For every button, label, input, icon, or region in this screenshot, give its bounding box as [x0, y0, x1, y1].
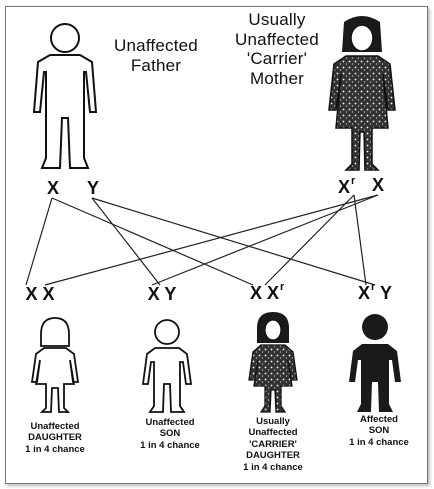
- son-body: [143, 348, 191, 412]
- mother-label-line3: 'Carrier': [222, 49, 332, 69]
- mother-allele-x2: X: [370, 175, 386, 196]
- daughter-body: [32, 348, 78, 412]
- mother-face: [351, 25, 373, 51]
- carrier-daughter-face: [265, 320, 281, 340]
- affected-son-head: [362, 314, 388, 340]
- genotype-affected-son-x: X: [358, 283, 370, 303]
- caption-affected-son: Affected SON 1 in 4 chance: [336, 414, 422, 448]
- caption-son-line1: Unaffected: [120, 417, 220, 428]
- genotype-son: X Y: [142, 284, 182, 305]
- mother-label-line2: Unaffected: [222, 30, 332, 50]
- caption-carrier-daughter-line3: 'CARRIER': [228, 439, 318, 450]
- father-label-line1: Unaffected: [104, 36, 208, 56]
- line-mother-xr-s2: [354, 195, 366, 285]
- father-allele-y: Y: [85, 178, 101, 199]
- mother-body: [329, 56, 395, 170]
- genotype-affected-son-y: Y: [380, 283, 392, 303]
- affected-son-figure: [349, 314, 401, 412]
- caption-daughter: Unaffected DAUGHTER 1 in 4 chance: [5, 421, 105, 455]
- mother-label-line4: Mother: [222, 69, 332, 89]
- line-father-x-d3: [52, 198, 253, 285]
- father-figure: [34, 24, 96, 168]
- caption-daughter-line3: 1 in 4 chance: [5, 444, 105, 455]
- daughter-figure: [32, 318, 78, 412]
- caption-son-line2: SON: [120, 428, 220, 439]
- father-head: [51, 24, 79, 52]
- mother-label: Usually Unaffected 'Carrier' Mother: [222, 10, 332, 88]
- son-head: [155, 320, 179, 344]
- caption-daughter-line1: Unaffected: [5, 421, 105, 432]
- line-father-y-s1: [92, 198, 160, 285]
- father-label-line2: Father: [104, 56, 208, 76]
- son-figure: [143, 320, 191, 412]
- mother-allele-xr: Xr: [338, 175, 364, 198]
- affected-son-body: [349, 344, 401, 412]
- line-father-y-s2: [92, 198, 375, 285]
- genotype-carrier-daughter: X Xr: [250, 281, 310, 304]
- caption-affected-son-line1: Affected: [336, 414, 422, 425]
- father-label: Unaffected Father: [104, 36, 208, 75]
- father-body: [34, 55, 96, 168]
- line-father-x-d1: [26, 198, 52, 285]
- caption-affected-son-line2: SON: [336, 425, 422, 436]
- caption-carrier-daughter-line2: Unaffected: [228, 427, 318, 438]
- genotype-affected-son: Xr Y: [358, 281, 408, 304]
- genotype-daughter: X X: [20, 284, 60, 305]
- genotype-affected-son-r: r: [371, 281, 375, 293]
- caption-carrier-daughter: Usually Unaffected 'CARRIER' DAUGHTER 1 …: [228, 416, 318, 473]
- inheritance-lines: [26, 195, 378, 285]
- caption-carrier-daughter-line1: Usually: [228, 416, 318, 427]
- carrier-daughter-body: [249, 345, 297, 412]
- mother-allele-r: r: [351, 175, 355, 187]
- caption-son-line3: 1 in 4 chance: [120, 440, 220, 451]
- mother-figure: [329, 16, 395, 170]
- daughter-hair: [41, 318, 69, 346]
- caption-son: Unaffected SON 1 in 4 chance: [120, 417, 220, 451]
- line-mother-x-s1: [152, 195, 378, 285]
- carrier-daughter-figure: [249, 312, 297, 412]
- mother-allele-x: X: [338, 177, 350, 197]
- line-mother-xr-d3: [265, 195, 354, 285]
- caption-carrier-daughter-line5: 1 in 4 chance: [228, 462, 318, 473]
- line-mother-x-d1: [45, 195, 378, 285]
- genotype-carrier-daughter-base: X X: [250, 283, 279, 303]
- father-allele-x: X: [45, 178, 61, 199]
- caption-daughter-line2: DAUGHTER: [5, 432, 105, 443]
- caption-affected-son-line3: 1 in 4 chance: [336, 437, 422, 448]
- caption-carrier-daughter-line4: DAUGHTER: [228, 450, 318, 461]
- mother-label-line1: Usually: [222, 10, 332, 30]
- genotype-carrier-daughter-r: r: [280, 281, 284, 293]
